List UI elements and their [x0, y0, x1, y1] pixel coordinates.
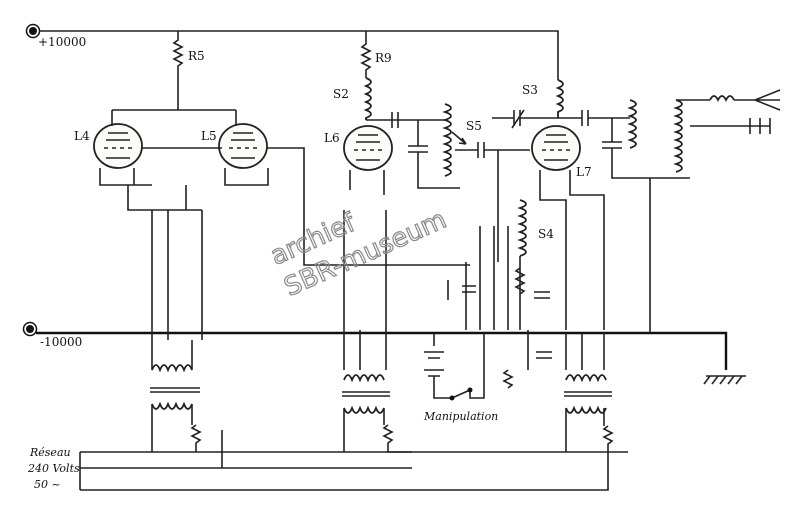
coil-s2-label: S2 — [333, 87, 349, 101]
tube-l4-label: L4 — [74, 129, 90, 143]
keying-label: Manipulation — [423, 410, 498, 423]
ground-icon — [703, 375, 746, 385]
coil-s5-label: S4 — [538, 227, 554, 241]
mains-label-2: 240 Volts — [27, 462, 80, 475]
transformer-3 — [80, 374, 614, 491]
tube-l5: L5 — [201, 110, 268, 169]
coil-s3-label: S3 — [522, 83, 538, 97]
transformer-1 — [150, 340, 202, 452]
output-coil-2 — [673, 99, 683, 173]
coil-s2: S2 — [333, 77, 372, 120]
tube-l5-label: L5 — [201, 129, 217, 143]
positive-rail-label: +10000 — [38, 35, 86, 49]
tube-l4: L4 — [74, 110, 143, 169]
resistor-r9-label: R9 — [375, 51, 392, 65]
coil-s4: S5 — [442, 103, 482, 177]
mains-label-1: Réseau — [29, 446, 71, 459]
mains-label-3: 50 ~ — [34, 478, 61, 491]
coil-s3: S3 — [522, 79, 564, 118]
coil-s4-label: S5 — [466, 119, 482, 133]
tube-l6-label: L6 — [324, 131, 340, 145]
transformer-2 — [342, 374, 412, 453]
resistor-r5: R5 — [112, 31, 236, 111]
tube-l6: L6 — [324, 125, 393, 171]
watermark: archief SBR-museum — [266, 204, 452, 303]
resistor-r9: R9 — [360, 31, 392, 78]
positive-rail: +10000 — [25, 23, 559, 80]
coil-s5: S4 — [517, 199, 554, 257]
negative-rail: -10000 — [22, 321, 728, 370]
tube-l7-label: L7 — [576, 165, 592, 179]
keying-key: Manipulation — [423, 333, 498, 423]
output-coil-1 — [627, 99, 637, 149]
mains-input: Réseau 240 Volts 50 ~ — [27, 430, 628, 491]
tube-l7: L7 — [531, 125, 592, 179]
resistor-r5-label: R5 — [188, 49, 205, 63]
antenna-icon — [709, 89, 781, 134]
negative-rail-label: -10000 — [40, 335, 82, 349]
